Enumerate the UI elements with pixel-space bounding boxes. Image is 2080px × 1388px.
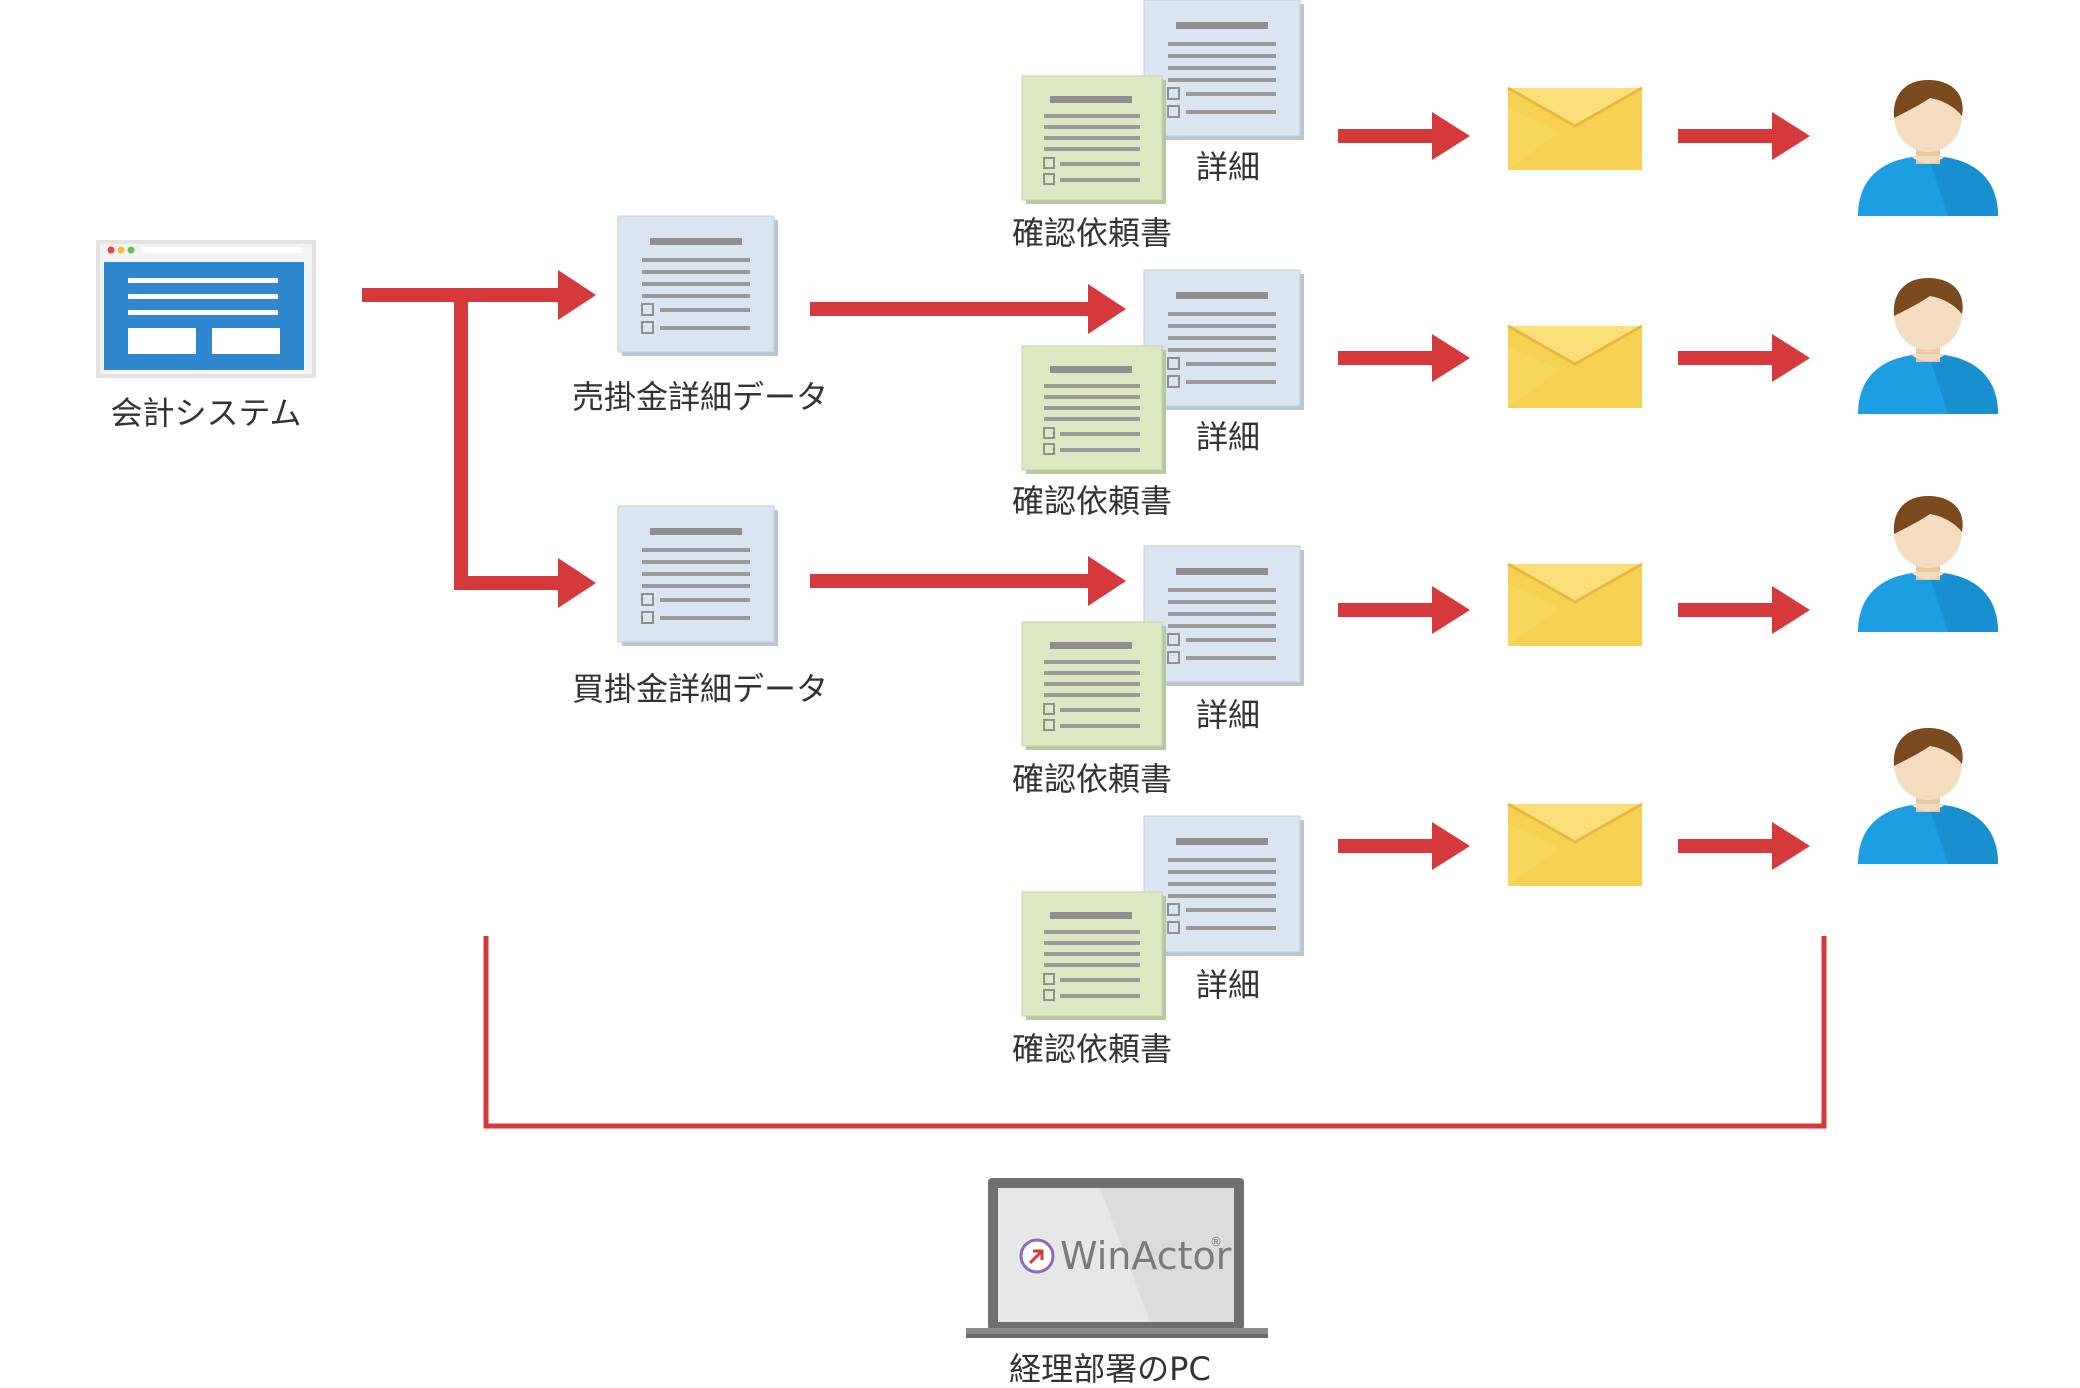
payable-data-icon [617,505,779,647]
winactor-brand: WinActor [1060,1234,1232,1278]
arrow-to-mail [1338,334,1470,382]
data-to-document-arrows [810,284,1126,606]
envelope-icon [1506,802,1644,888]
detail-label: 詳細 [1196,418,1260,456]
envelope-icon [1506,86,1644,172]
detail-label: 詳細 [1196,966,1260,1004]
detail-document-icon [1143,545,1305,687]
trademark-mark: ® [1210,1235,1222,1249]
receivable-data-icon [617,215,779,357]
person-icon [1858,728,1998,864]
request-label: 確認依頼書 [1012,482,1172,520]
mail-row-3 [1338,496,1998,648]
arrow-to-recipient [1678,112,1810,160]
arrow-to-mail [1338,112,1470,160]
document-set-3: 詳細 確認依頼書 [1012,545,1305,798]
person-icon [1858,496,1998,632]
detail-document-icon [1143,0,1305,141]
envelope-icon [1506,562,1644,648]
arrow-to-recipient [1678,822,1810,870]
request-label: 確認依頼書 [1012,214,1172,252]
laptop-icon [966,1178,1268,1338]
app-window-icon [96,240,316,378]
detail-document-icon [1143,269,1305,411]
process-scope-bracket [483,936,1827,1129]
arrow-to-recipient [1678,586,1810,634]
detail-document-icon [1143,815,1305,957]
person-icon [1858,278,1998,414]
request-document-icon [1021,891,1167,1021]
arrow-to-mail [1338,822,1470,870]
pc-label: 経理部署のPC [1009,1350,1211,1388]
source-system-label: 会計システム [110,394,301,432]
document-set-4: 詳細 確認依頼書 [1012,815,1305,1068]
mail-row-2 [1338,278,1998,414]
person-icon [1858,80,1998,216]
arrow-to-recipient [1678,334,1810,382]
request-document-icon [1021,75,1167,205]
arrow-to-mail [1338,586,1470,634]
detail-label: 詳細 [1196,148,1260,186]
request-label: 確認依頼書 [1012,760,1172,798]
request-document-icon [1021,345,1167,475]
request-document-icon [1021,621,1167,751]
request-label: 確認依頼書 [1012,1030,1172,1068]
branch-arrows [362,270,596,608]
mail-row-4 [1338,728,1998,888]
document-set-2: 詳細 確認依頼書 [1012,269,1305,520]
winactor-logo: WinActor ® [1019,1234,1232,1278]
payable-data-label: 買掛金詳細データ [572,670,828,708]
envelope-icon [1506,324,1644,410]
document-set-1: 詳細 確認依頼書 [1012,0,1305,252]
receivable-data-label: 売掛金詳細データ [572,378,828,416]
detail-label: 詳細 [1196,696,1260,734]
mail-row-1 [1338,80,1998,216]
